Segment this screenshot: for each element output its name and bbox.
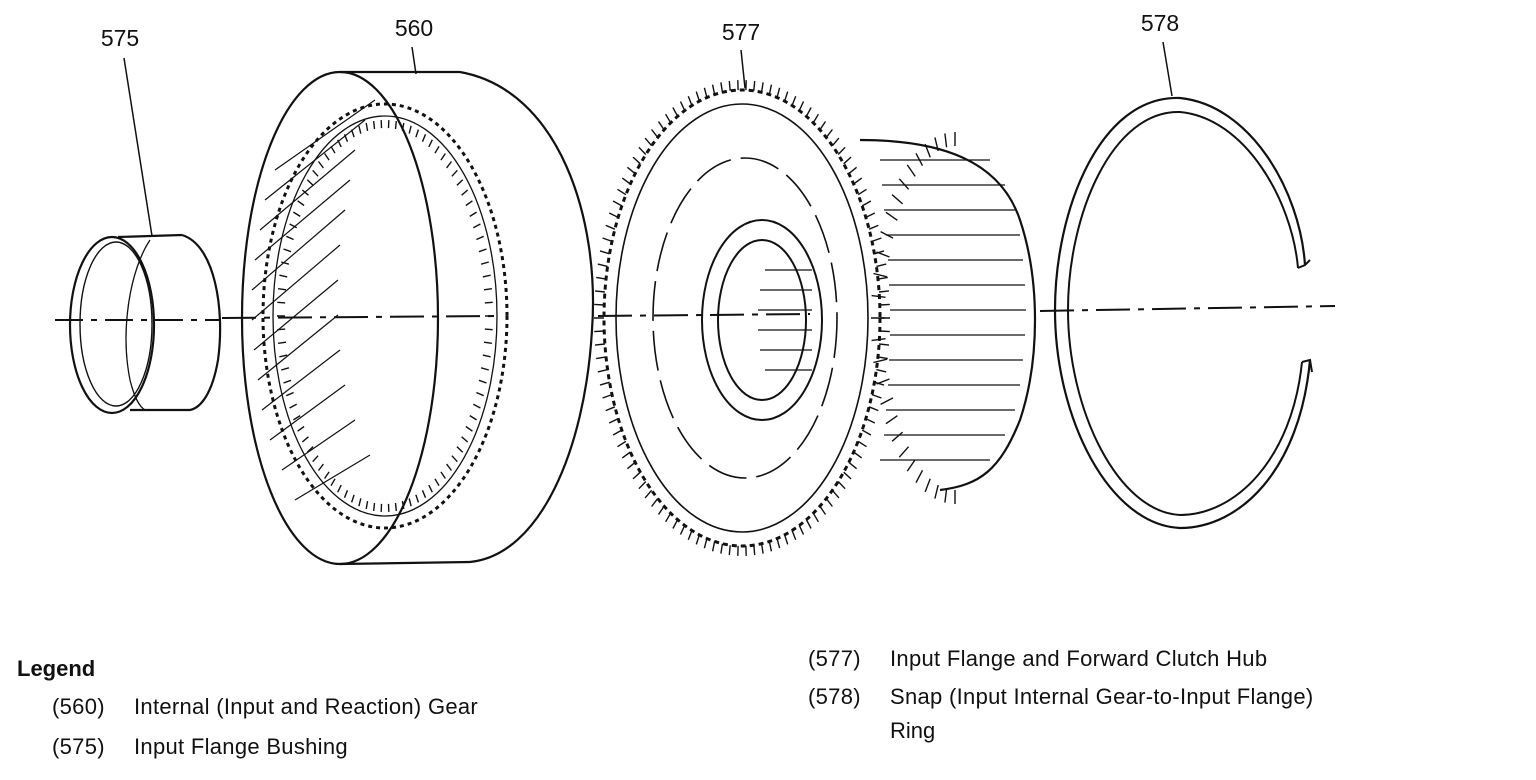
legend-number: (575) <box>52 734 105 759</box>
legend-description: Input Flange and Forward Clutch Hub <box>890 646 1268 671</box>
leader-line-577 <box>740 49 746 89</box>
part-560-internal-gear <box>240 70 595 566</box>
callout-578: 578 <box>1141 10 1179 36</box>
legend-description: Input Flange Bushing <box>134 734 348 759</box>
clutch-hub-splines <box>871 132 956 504</box>
legend-number: (578) <box>808 684 861 709</box>
internal-gear-teeth <box>277 120 493 512</box>
leader-line-560 <box>411 46 417 75</box>
legend-item-577: (577) Input Flange and Forward Clutch Hub <box>808 646 1267 672</box>
callout-577: 577 <box>722 19 760 45</box>
exploded-parts-diagram: 575 560 <box>55 10 1336 566</box>
legend-item-578-continuation: Ring <box>890 718 936 743</box>
legend-number: (560) <box>52 694 105 719</box>
callout-575: 575 <box>101 25 139 51</box>
part-578-snap-ring <box>1053 96 1313 530</box>
leader-line-575 <box>123 57 153 237</box>
gear-teeth-layer <box>277 80 956 556</box>
part-577-input-flange-clutch-hub <box>602 88 1037 548</box>
callout-560: 560 <box>395 15 433 41</box>
center-axis-line <box>55 305 1336 321</box>
part-575-bushing <box>68 233 222 415</box>
leader-line-578 <box>1162 41 1173 97</box>
external-gear-teeth <box>594 80 890 556</box>
legend-description: Snap (Input Internal Gear-to-Input Flang… <box>890 684 1314 709</box>
legend-item-560: (560) Internal (Input and Reaction) Gear <box>52 694 478 720</box>
legend-item-575: (575) Input Flange Bushing <box>52 734 348 760</box>
legend-title: Legend <box>17 656 96 681</box>
legend-description: Internal (Input and Reaction) Gear <box>134 694 479 719</box>
legend-number: (577) <box>808 646 861 671</box>
legend-item-578: (578) Snap (Input Internal Gear-to-Input … <box>808 684 1314 710</box>
